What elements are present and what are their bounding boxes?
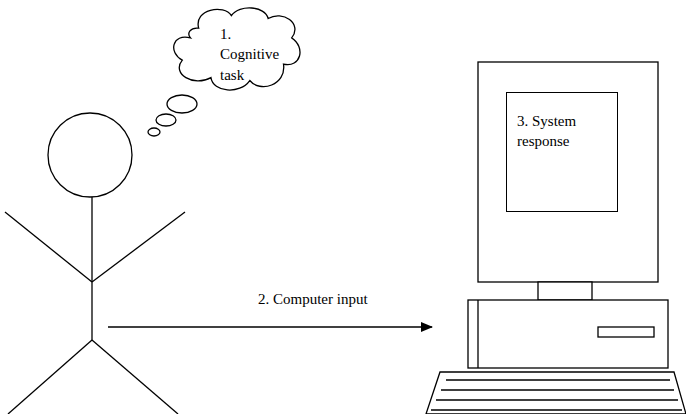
- screen-text: 3. System response: [517, 111, 609, 152]
- thought-cloud: 1. Cognitive task: [168, 4, 306, 96]
- screen-box: 3. System response: [506, 92, 618, 212]
- thought-bubbles: [148, 95, 197, 136]
- thought-text: 1. Cognitive task: [220, 24, 292, 85]
- stick-figure: [5, 113, 185, 414]
- input-arrow: [108, 326, 432, 327]
- arrow-label: 2. Computer input: [256, 290, 370, 308]
- computer: [426, 62, 686, 414]
